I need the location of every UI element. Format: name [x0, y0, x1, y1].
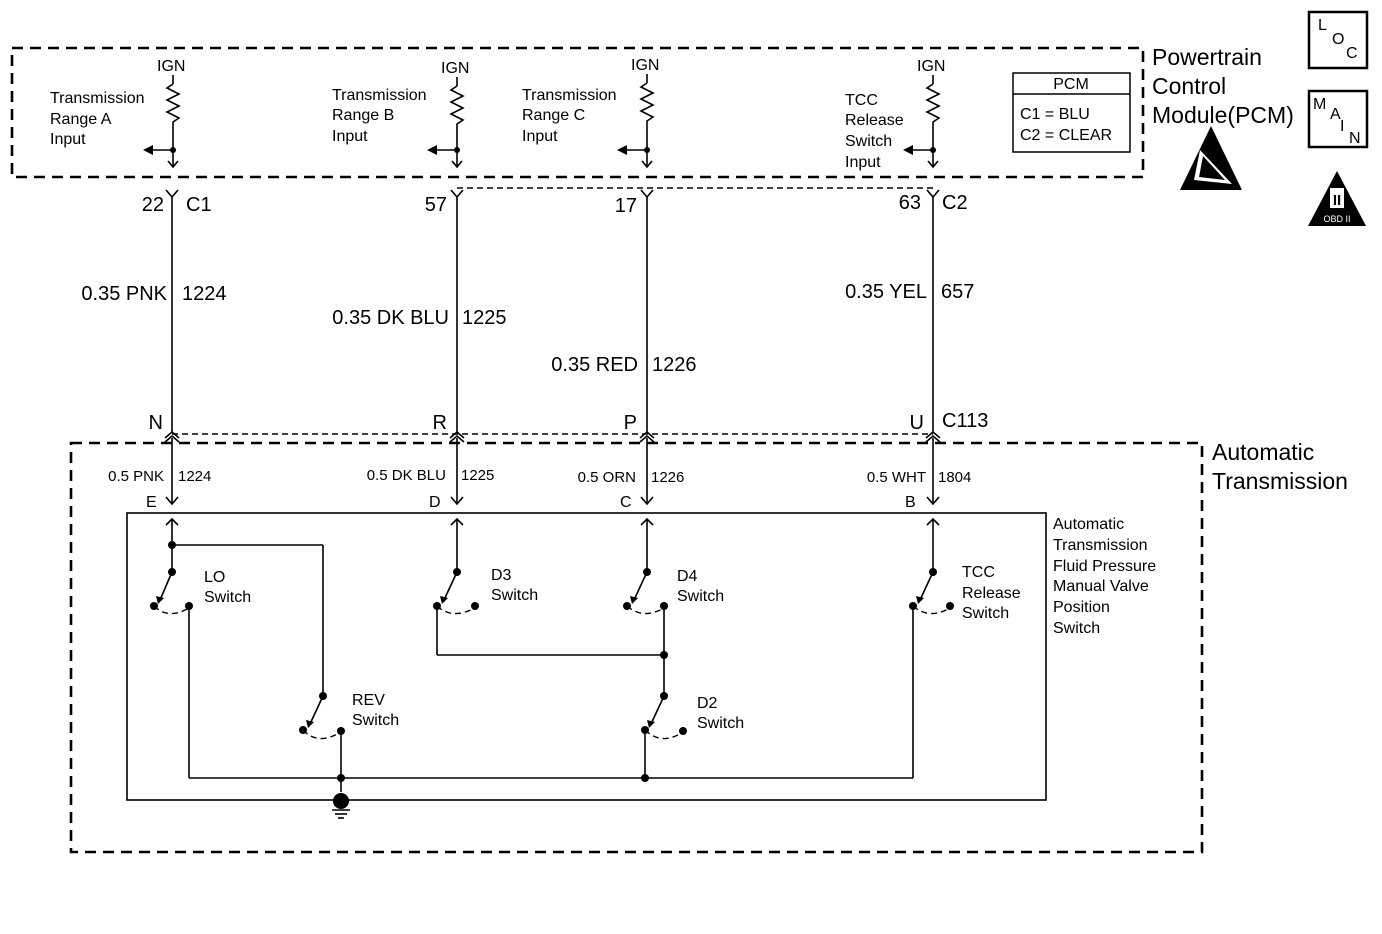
svg-text:II: II [1333, 192, 1341, 209]
wire-gauge-wht-lower: 0.5 WHT [867, 469, 926, 486]
ign-label-c: IGN [631, 57, 659, 74]
pcm-table-header: PCM [1053, 76, 1089, 93]
valve-switch-label: Automatic Transmission Fluid Pressure Ma… [1053, 516, 1161, 637]
wire-gauge-pnk: 0.35 PNK [81, 283, 167, 305]
d2-switch-label: D2 Switch [697, 695, 744, 732]
c113-terminal-r: R [433, 412, 447, 434]
ign-label-tcc: IGN [917, 58, 945, 75]
wire-circuit-657: 657 [941, 281, 974, 303]
ign-label-b: IGN [441, 60, 469, 77]
pcm-module-outline [10, 46, 1145, 179]
c113-terminal-u: U [910, 412, 924, 434]
main-icon: M A I N [1307, 89, 1369, 149]
c113-connector-label: C113 [942, 410, 988, 432]
rev-switch-label: REV Switch [352, 692, 399, 729]
transmission-title: Automatic Transmission [1212, 439, 1348, 494]
tcc-release-switch-label: TCC Release Switch [962, 564, 1025, 622]
svg-text:M: M [1313, 96, 1326, 113]
pcm-input-label-tcc: TCC Release Switch Input [845, 92, 908, 171]
loc-icon: L O C [1307, 10, 1369, 70]
wire-gauge-dk-blu-lower: 0.5 DK BLU [367, 467, 446, 484]
pcm-table-row-c1: C1 = BLU [1020, 106, 1090, 123]
circuit-1226: IGN Transmission Range C Input 17 0.35 R… [522, 57, 697, 572]
pcm-table-row-c2: C2 = CLEAR [1020, 127, 1112, 144]
wire-gauge-yel: 0.35 YEL [845, 281, 927, 303]
wire-circuit-1224: 1224 [182, 283, 227, 305]
pcm-pin-17: 17 [615, 195, 637, 217]
terminal-e: E [146, 494, 157, 511]
svg-text:C: C [1346, 45, 1358, 62]
wire-circuit-1226: 1226 [652, 354, 697, 376]
pcm-input-label-b: Transmission Range B Input [332, 87, 431, 145]
pcm-pin-22: 22 [142, 194, 164, 216]
pcm-input-label-a: Transmission Range A Input [50, 90, 149, 148]
pcm-title: Powertrain Control Module(PCM) [1152, 44, 1294, 128]
svg-text:A: A [1330, 106, 1341, 123]
wire-circuit-1225: 1225 [462, 307, 507, 329]
ign-label-a: IGN [157, 58, 185, 75]
d4-switch-label: D4 Switch [677, 568, 724, 605]
svg-text:I: I [1340, 118, 1344, 135]
wire-circuit-1226-lower: 1226 [651, 469, 684, 486]
pcm-connector-table: PCM C1 = BLU C2 = CLEAR [1012, 72, 1131, 153]
transmission-outline [69, 441, 1204, 854]
wire-gauge-red: 0.35 RED [551, 354, 638, 376]
lo-switch-label: LO Switch [204, 569, 251, 606]
circuit-657: IGN TCC Release Switch Input 63 C2 0.35 … [845, 58, 988, 572]
valve-position-switch-box [126, 512, 1047, 801]
ground-icon [332, 793, 350, 819]
d3-switch-label: D3 Switch [491, 567, 538, 604]
wire-circuit-1225-lower: 1225 [461, 467, 494, 484]
pcm-connector-c1: C1 [186, 194, 212, 216]
terminal-b: B [905, 494, 916, 511]
pcm-pin-63: 63 [899, 192, 921, 214]
terminal-c: C [620, 494, 632, 511]
svg-text:O: O [1332, 31, 1344, 48]
circuit-1224: IGN Transmission Range A Input 22 C1 0.3… [50, 58, 227, 545]
svg-text:L: L [1318, 17, 1327, 34]
esd-warning-icon [1180, 126, 1242, 190]
terminal-d: D [429, 494, 441, 511]
wire-gauge-orn-lower: 0.5 ORN [578, 469, 636, 486]
wire-gauge-pnk-lower: 0.5 PNK [108, 468, 164, 485]
wire-gauge-dk-blu: 0.35 DK BLU [332, 307, 449, 329]
obd-ii-icon: II OBD II [1308, 171, 1366, 226]
wire-circuit-1804-lower: 1804 [938, 469, 971, 486]
c113-terminal-p: P [624, 412, 637, 434]
svg-text:OBD II: OBD II [1323, 214, 1350, 224]
circuit-1225: IGN Transmission Range B Input 57 0.35 D… [332, 60, 507, 572]
svg-text:N: N [1349, 130, 1361, 147]
switch-network: LO Switch REV Switch D3 Switch [150, 541, 1025, 792]
wire-circuit-1224-lower: 1224 [178, 468, 211, 485]
pcm-pin-57: 57 [425, 194, 447, 216]
pcm-connector-c2: C2 [942, 192, 968, 214]
c113-terminal-n: N [149, 412, 163, 434]
pcm-input-label-c: Transmission Range C Input [522, 87, 621, 145]
